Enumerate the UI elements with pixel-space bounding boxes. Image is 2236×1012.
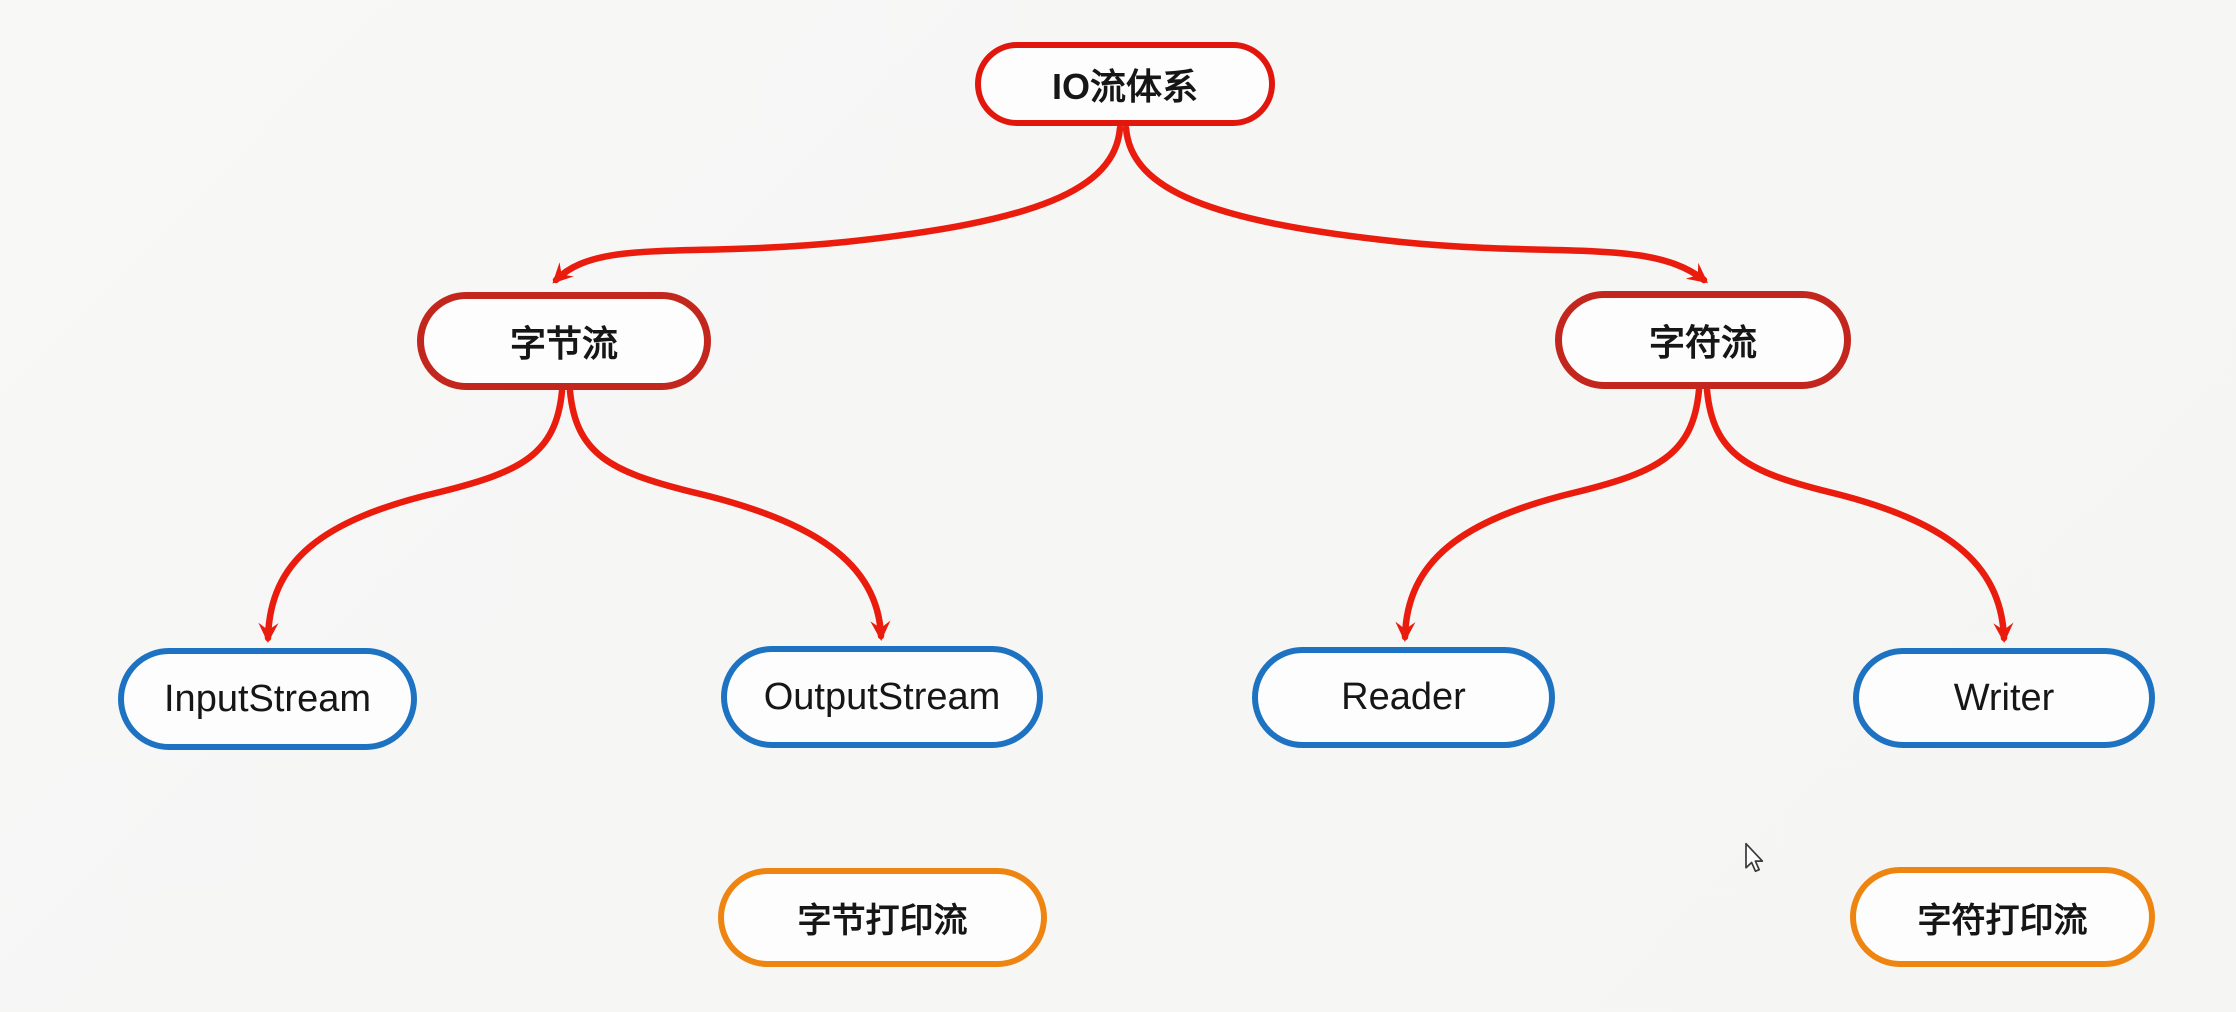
node-char-stream-label: 字符流	[1648, 322, 1757, 363]
mouse-pointer-icon	[1745, 842, 1764, 873]
edge-byte-stream-to-outputstream	[566, 387, 891, 642]
node-writer-label: Writer	[1953, 676, 2055, 719]
node-byte-stream[interactable]: 字节流	[417, 292, 711, 390]
edge-root-to-byte-stream	[552, 124, 1124, 284]
node-reader-label: Reader	[1341, 676, 1466, 718]
edge-root-to-char-stream	[1122, 124, 1708, 284]
node-byte-stream-label: 字节流	[509, 323, 618, 364]
node-inputstream-label: InputStream	[164, 677, 371, 720]
node-io-root-label: IO流体系	[1051, 66, 1198, 107]
node-reader[interactable]: Reader	[1252, 647, 1555, 748]
edge-byte-stream-to-inputstream	[258, 387, 566, 644]
node-outputstream-label: OutputStream	[763, 675, 1001, 718]
node-outputstream[interactable]: OutputStream	[721, 646, 1043, 748]
edge-char-stream-to-writer	[1703, 386, 2014, 644]
node-byte-print-stream[interactable]: 字节打印流	[718, 868, 1047, 967]
node-inputstream[interactable]: InputStream	[118, 648, 417, 750]
node-byte-print-stream-label: 字节打印流	[797, 902, 968, 940]
node-char-print-stream-label: 字符打印流	[1917, 901, 2088, 940]
node-char-print-stream[interactable]: 字符打印流	[1850, 867, 2155, 967]
node-char-stream[interactable]: 字符流	[1555, 291, 1851, 389]
node-writer[interactable]: Writer	[1853, 648, 2155, 748]
node-io-root[interactable]: IO流体系	[975, 42, 1275, 126]
edge-char-stream-to-reader	[1395, 386, 1703, 643]
